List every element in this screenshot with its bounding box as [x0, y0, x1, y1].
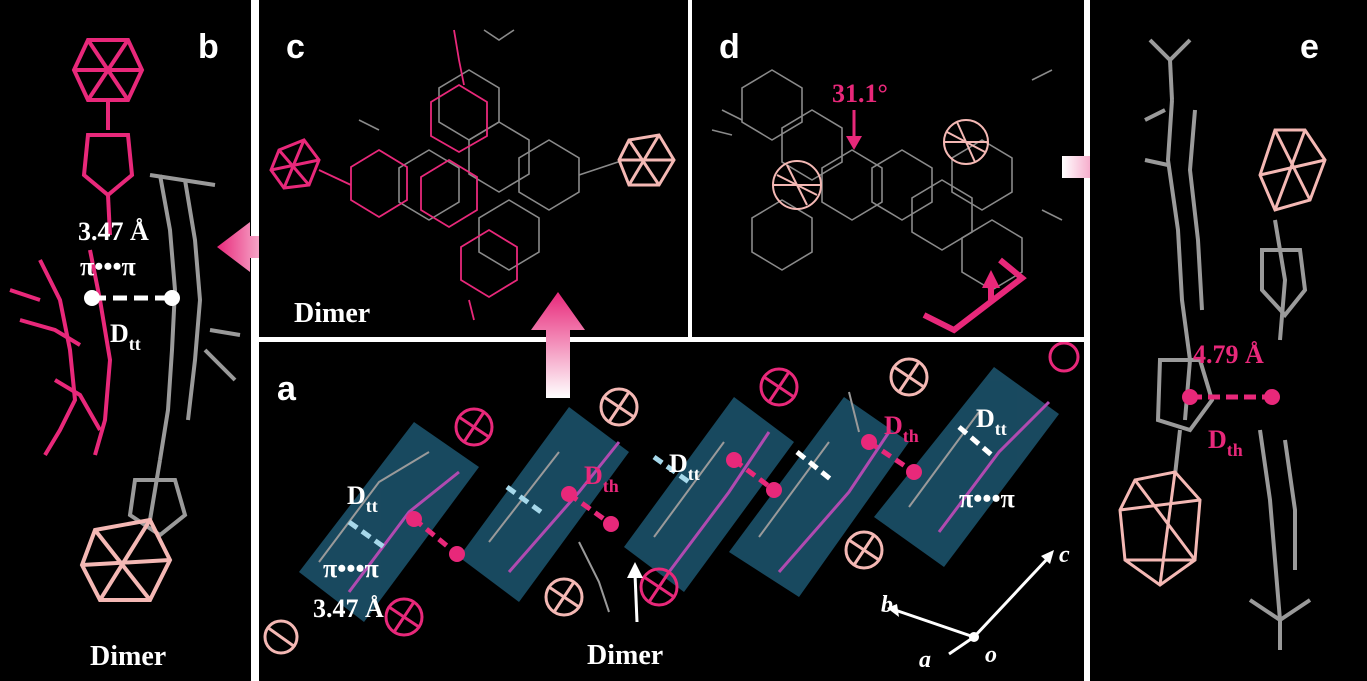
panel-label-e: e	[1300, 28, 1319, 66]
panel-c: Dimer c	[259, 0, 688, 337]
axis-o-label: o	[985, 642, 997, 668]
panel-d: 31.1° d	[692, 0, 1084, 337]
panel-a-structure: Dtt Dtt Dtt Dth Dth π•••π π•••π 3.47 Å D…	[263, 342, 1080, 673]
panel-b: 3.47 Å π•••π Dtt Dimer b	[0, 0, 251, 681]
centroid-dot	[84, 290, 100, 306]
d-label: Dtt	[110, 319, 141, 354]
axis-c-label: c	[1059, 542, 1070, 568]
dimer-label: Dimer	[294, 298, 370, 329]
axis-triad	[894, 555, 1051, 656]
centroid-dot	[1182, 389, 1198, 405]
dtt-label: Dtt	[669, 449, 700, 484]
centroid-dot	[164, 290, 180, 306]
dtt-label: Dtt	[976, 404, 1007, 439]
dth-label: Dth	[584, 461, 619, 496]
panel-label-b: b	[198, 28, 219, 66]
distance-label: 4.79 Å	[1193, 340, 1264, 369]
dimer-label: Dimer	[587, 640, 663, 671]
pipi-label: π•••π	[80, 252, 136, 281]
panel-label-c: c	[286, 28, 305, 66]
pipi-label: π•••π	[323, 554, 379, 583]
centroid-dot	[1264, 389, 1280, 405]
arrow-left-icon	[217, 222, 290, 272]
d-label: Dth	[1208, 425, 1243, 460]
axis-b-label: b	[881, 592, 893, 618]
distance-label: 3.47 Å	[313, 594, 384, 623]
panel-b-structure: 3.47 Å π•••π Dtt Dimer	[9, 38, 241, 672]
panel-e: 4.79 Å Dth e	[1090, 0, 1367, 681]
panel-label-d: d	[719, 28, 740, 66]
arrow-up-icon	[531, 292, 585, 398]
angle-label: 31.1°	[832, 79, 888, 108]
panel-e-structure: 4.79 Å Dth	[1118, 38, 1327, 650]
dimer-label: Dimer	[90, 641, 166, 672]
panel-label-a: a	[277, 370, 296, 408]
distance-label: 3.47 Å	[78, 217, 149, 246]
panel-d-structure: 31.1°	[711, 69, 1063, 334]
dth-label: Dth	[884, 411, 919, 446]
pipi-label: π•••π	[959, 484, 1015, 513]
panel-c-structure: Dimer	[269, 29, 676, 329]
axis-a-label: a	[919, 647, 931, 673]
panel-a: Dtt Dtt Dtt Dth Dth π•••π π•••π 3.47 Å D…	[259, 342, 1084, 681]
dtt-label: Dtt	[347, 481, 378, 516]
